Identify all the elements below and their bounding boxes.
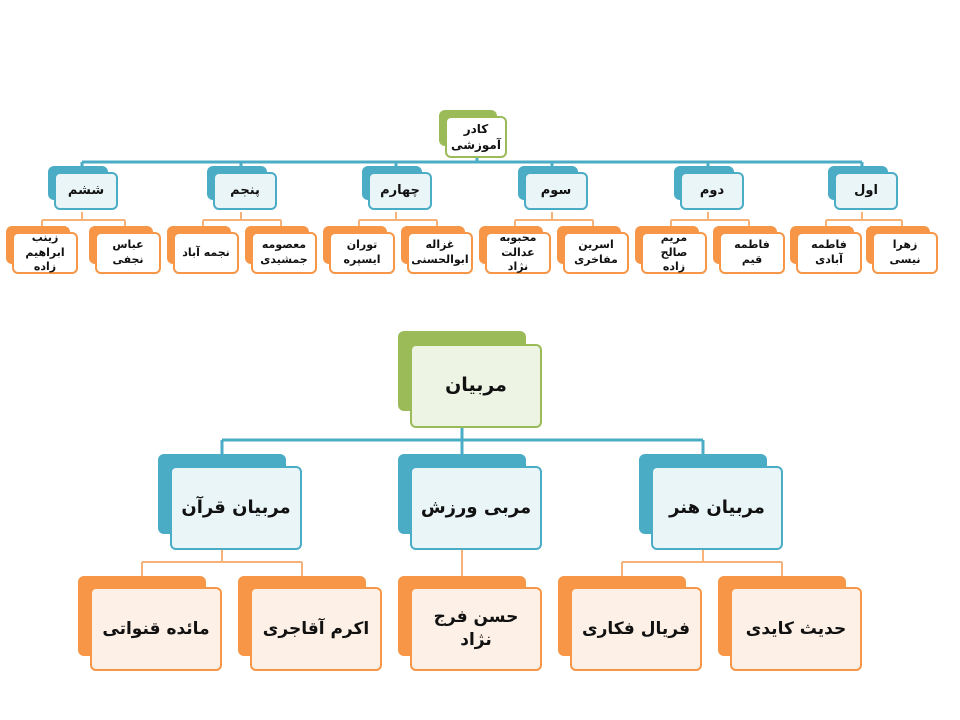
teacher-name: محبوبه عدالت نژاد <box>485 231 551 274</box>
coach-group-label: مربی ورزش <box>410 466 542 550</box>
coach-group-label: مربیان قرآن <box>170 466 302 550</box>
grade-label: پنجم <box>213 172 277 210</box>
teacher-name: فاطمه قیم <box>719 232 785 274</box>
teacher-name: زینب ابراهیم زاده <box>12 231 78 274</box>
teacher-name: مریم صالح زاده <box>641 231 707 274</box>
teacher-name: غزاله ابوالحسنی <box>407 232 473 274</box>
teacher-name: اسرین مفاخری <box>563 232 629 274</box>
teacher-name: نجمه آباد <box>173 232 239 274</box>
staff-root-label: کادر آموزشی <box>445 116 507 158</box>
coach-name: حسن فرج نژاد <box>410 587 542 671</box>
teacher-name: عباس نجفی <box>95 232 161 274</box>
grade-label: ششم <box>54 172 118 210</box>
coach-name: اکرم آقاجری <box>250 587 382 671</box>
teacher-name: زهرا نیسی <box>872 232 938 274</box>
teacher-name: فاطمه آبادی <box>796 232 862 274</box>
coach-group-label: مربیان هنر <box>651 466 783 550</box>
coach-name: فریال فکاری <box>570 587 702 671</box>
grade-label: چهارم <box>368 172 432 210</box>
coach-name: حدیث کایدی <box>730 587 862 671</box>
grade-label: اول <box>834 172 898 210</box>
teacher-name: توران ایسپره <box>329 232 395 274</box>
grade-label: سوم <box>524 172 588 210</box>
coaches-root-label: مربیان <box>410 344 542 428</box>
coach-name: مائده قنواتی <box>90 587 222 671</box>
grade-label: دوم <box>680 172 744 210</box>
teacher-name: معصومه جمشیدی <box>251 232 317 274</box>
